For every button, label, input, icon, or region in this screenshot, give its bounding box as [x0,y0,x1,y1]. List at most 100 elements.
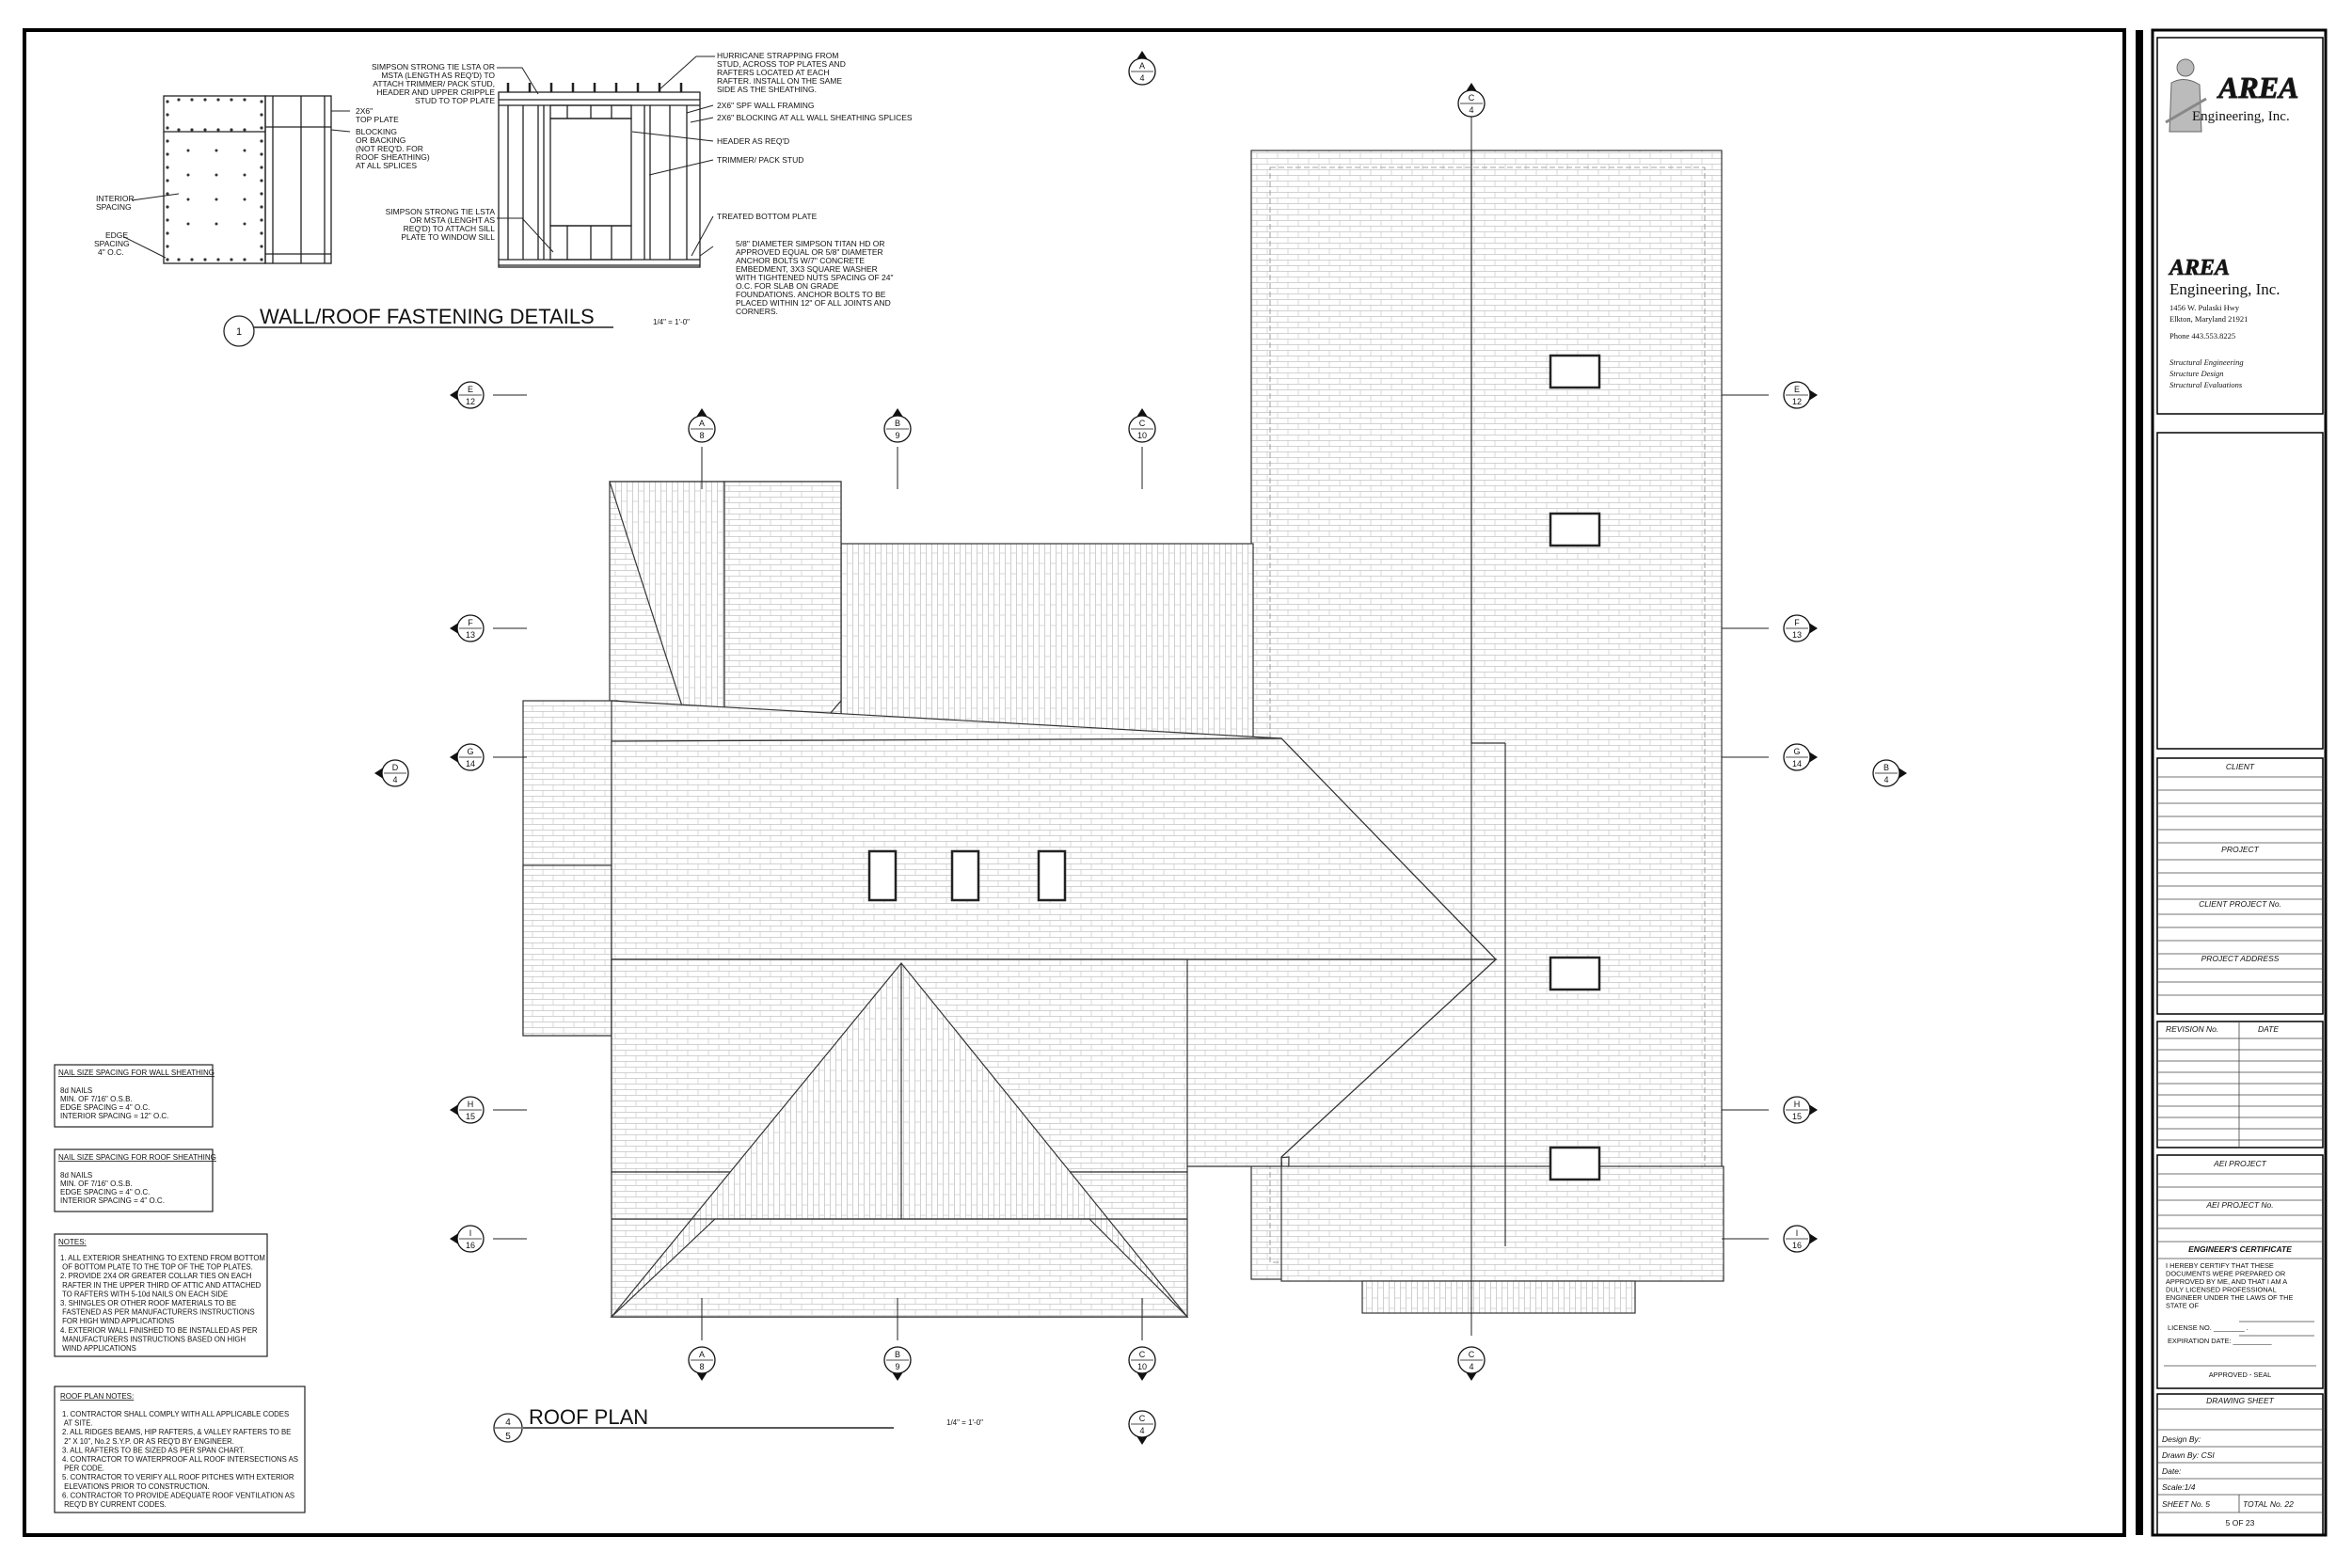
sheathing-panel [163,95,332,264]
marker-right-i-letter: I [1796,1228,1799,1238]
marker-left-h: H 15 [450,1096,485,1124]
marker-bottom-center-number: 4 [1139,1426,1144,1435]
grid-lines [493,103,1769,1340]
wall-sheathing-note: NAIL SIZE SPACING FOR WALL SHEATHING 8d … [58,1069,215,1120]
marker-top-center: A4 [1128,51,1156,86]
aei-project-label: AEI PROJECT [2213,1159,2267,1168]
roof-plan-notes-title: ROOF PLAN NOTES: [60,1392,134,1401]
marker-left-h-letter: H [468,1100,474,1109]
marker-bottom-b: B9 [883,1346,912,1381]
approved-seal: APPROVED - SEAL [2209,1370,2272,1379]
marker-ridge-top-letter: C [1469,93,1475,103]
roof-connector [836,543,1254,742]
marker-right-h-number: 15 [1792,1112,1802,1121]
general-notes-lines: 1. ALL EXTERIOR SHEATHING TO EXTEND FROM… [60,1254,265,1353]
marker-right-g: G14 [1783,743,1818,771]
marker-left-side: D4 [374,759,409,787]
roof-plan-title: ROOF PLAN [529,1405,648,1429]
marker-left-i-number: 16 [466,1241,475,1250]
company-word: AREA [2168,256,2230,280]
detail-number: 1 [236,326,242,338]
company-address2: Elkton, Maryland 21921 [2169,314,2248,324]
marker-right-h-letter: H [1794,1100,1801,1109]
label-bottom-plate: TREATED BOTTOM PLATE [717,212,818,221]
roof-plan-notes: ROOF PLAN NOTES: 1. CONTRACTOR SHALL COM… [60,1392,298,1509]
marker-left-h-number: 15 [466,1112,475,1121]
detail-title: WALL/ROOF FASTENING DETAILS [260,305,595,328]
marker-top-b-letter: B [895,419,900,428]
service-2: Structure Design [2169,369,2224,378]
roof-plan-title-block: 4 5 ROOF PLAN 1/4" = 1'-0" [493,1405,983,1443]
wall-note-title: NAIL SIZE SPACING FOR WALL SHEATHING [58,1069,215,1077]
notes-boxes [54,1064,306,1513]
label-header: HEADER AS REQ'D [717,136,789,146]
detail-scale: 1/4" = 1'-0" [653,318,690,326]
marker-ridge-bottom-number: 4 [1469,1362,1473,1371]
marker-bottom-a: A8 [688,1346,716,1381]
logo-word: AREA [2217,71,2298,104]
marker-right-f-number: 13 [1792,630,1802,640]
marker-left-g: G14 [450,743,485,771]
roof-plan-scale: 1/4" = 1'-0" [946,1418,983,1427]
sheet-no: SHEET No. 5 [2162,1499,2210,1509]
roof-plan-notes-lines: 1. CONTRACTOR SHALL COMPLY WITH ALL APPL… [62,1410,298,1509]
title-block-labels: CLIENT PROJECT CLIENT PROJECT No. PROJEC… [2162,762,2294,1528]
marker-left-i: I16 [450,1225,485,1253]
revision-no-label: REVISION No. [2166,1024,2218,1034]
roof-note-title: NAIL SIZE SPACING FOR ROOF SHEATHING [58,1153,216,1162]
label-top-plate: 2X6"TOP PLATE [356,106,399,124]
marker-ridge-top: C4 [1457,83,1486,118]
aei-project-no-label: AEI PROJECT No. [2205,1200,2273,1210]
project-address-label: PROJECT ADDRESS [2201,954,2280,963]
marker-top-b-number: 9 [895,431,899,440]
marker-bottom-a-number: 8 [699,1362,704,1371]
marker-top-a: A8 [688,408,716,443]
marker-ridge-bottom: C4 [1457,1346,1486,1381]
sheet-border [23,28,2126,1537]
marker-top-center-letter: A [1139,61,1145,71]
date-label: DATE [2258,1024,2279,1034]
marker-bottom-c-number: 10 [1137,1362,1147,1371]
logo: AREA Engineering, Inc. [2165,58,2299,133]
marker-right-e-letter: E [1794,385,1800,394]
company-address1: 1456 W. Pulaski Hwy [2169,303,2240,312]
logo-sub: Engineering, Inc. [2192,109,2290,124]
roof-plan-number-top: 4 [505,1418,511,1428]
marker-left-e-letter: E [468,385,473,394]
marker-left-f-letter: F [468,618,473,627]
sheet-of: 5 OF 23 [2226,1518,2255,1528]
roof-porch [1361,1280,1636,1314]
roof-plan-number-bottom: 5 [505,1432,511,1442]
drawing-sheet-label: DRAWING SHEET [2206,1396,2274,1405]
marker-left-g-number: 14 [466,759,475,768]
marker-bottom-b-letter: B [895,1350,900,1359]
marker-right-g-number: 14 [1792,759,1802,768]
roof-sheathing-note: NAIL SIZE SPACING FOR ROOF SHEATHING 8d … [58,1153,216,1205]
marker-bottom-center: C4 [1128,1410,1156,1445]
project-label: PROJECT [2221,845,2259,854]
marker-top-a-letter: A [699,419,705,428]
marker-ridge-top-number: 4 [1469,105,1473,115]
engineer-figure-icon [2165,58,2207,133]
label-trimmer: TRIMMER/ PACK STUD [717,155,803,165]
service-3: Structural Evaluations [2169,380,2243,389]
company-info: AREA Engineering, Inc. 1456 W. Pulaski H… [2168,256,2280,389]
marker-right-f: F13 [1783,614,1818,642]
engineer-cert-title: ENGINEER'S CERTIFICATE [2188,1244,2292,1254]
marker-ridge-bottom-letter: C [1469,1350,1475,1359]
label-wall-framing: 2X6" SPF WALL FRAMING [717,101,814,110]
marker-left-side-number: 4 [392,775,397,784]
license-no: LICENSE NO. ________ . [2168,1323,2249,1332]
marker-bottom-b-number: 9 [895,1362,899,1371]
marker-bottom-center-letter: C [1139,1414,1146,1423]
marker-bottom-a-letter: A [699,1350,705,1359]
marker-top-center-number: 4 [1139,73,1144,83]
marker-bottom-c: C10 [1128,1346,1156,1381]
roof-plan [522,150,1724,1318]
marker-left-e-number: 12 [466,397,475,406]
